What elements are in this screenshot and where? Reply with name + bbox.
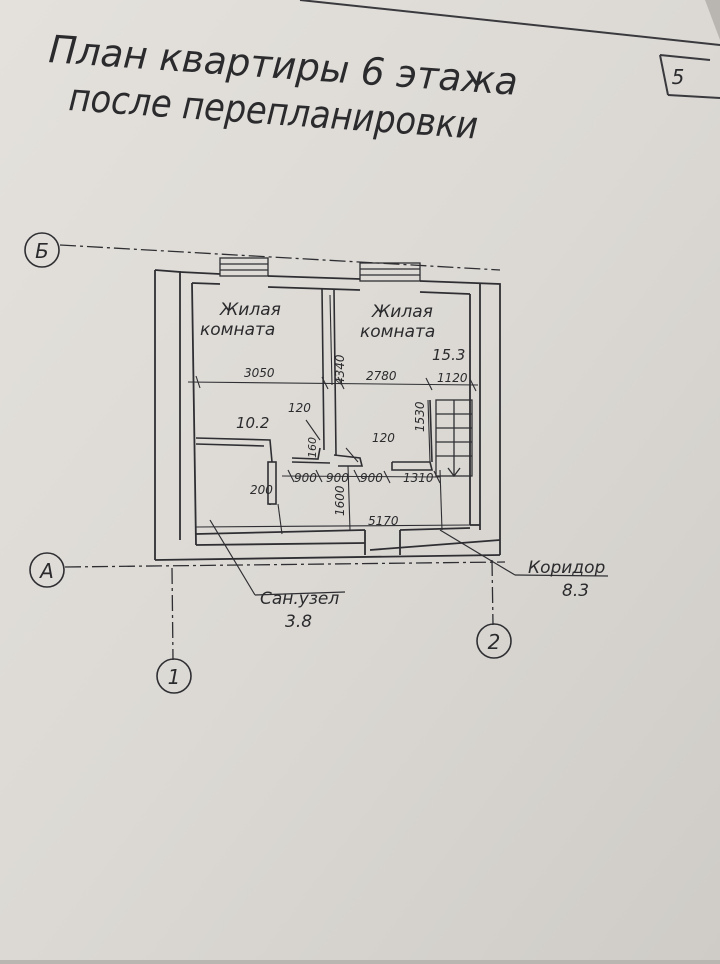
leader-lines <box>209 519 609 596</box>
window-right <box>359 262 421 282</box>
room-left-label-line1: Жилая <box>219 300 281 320</box>
room-left-area: 10.2 <box>236 414 269 432</box>
corridor-label: Коридор <box>528 558 605 578</box>
dim-120-left: 120 <box>288 401 311 415</box>
dim-900-b: 900 <box>326 471 349 485</box>
axis-a-label: А <box>38 559 54 583</box>
sheet-frame <box>299 0 720 99</box>
axis-1-line <box>171 567 174 661</box>
room-right-label-line1: Жилая <box>371 302 433 322</box>
bathroom-label: Сан.узел <box>260 589 339 609</box>
axis-b-label: Б <box>35 239 49 263</box>
sheet-number: 5 <box>672 65 685 89</box>
room-right-area: 15.3 <box>432 346 465 364</box>
dim-2780: 2780 <box>366 369 397 383</box>
bathroom-area: 3.8 <box>285 612 312 632</box>
axis-a-bubble <box>29 552 65 588</box>
room-right-label-line2: комната <box>360 322 435 342</box>
axis-2-label: 2 <box>488 630 501 654</box>
dim-1120: 1120 <box>437 371 468 385</box>
dim-900-c: 900 <box>360 471 383 485</box>
axis-b-line <box>59 244 501 271</box>
dim-160: 160 <box>306 437 319 458</box>
dim-900-a: 900 <box>294 471 317 485</box>
dim-1310: 1310 <box>403 471 434 485</box>
dimension-lines <box>187 294 479 535</box>
dim-1530: 1530 <box>413 401 427 432</box>
axis-1-bubble <box>156 658 192 694</box>
axis-b-bubble <box>24 232 60 268</box>
window-left <box>219 257 269 277</box>
dim-200: 200 <box>250 483 273 497</box>
dim-3050: 3050 <box>244 366 275 380</box>
outer-walls <box>154 269 501 561</box>
axis-1-label: 1 <box>168 665 181 689</box>
room-left-label-line2: комната <box>200 320 275 340</box>
dim-5170: 5170 <box>368 514 399 528</box>
axis-a-line <box>64 561 506 568</box>
dim-4340: 4340 <box>333 354 347 385</box>
axis-2-bubble <box>476 623 512 659</box>
partition-living-rooms <box>321 287 337 456</box>
corridor-area: 8.3 <box>562 581 589 601</box>
stair <box>435 399 473 478</box>
dim-1600: 1600 <box>333 485 347 516</box>
dim-120-right: 120 <box>372 431 395 445</box>
axis-2-line <box>491 559 494 626</box>
partition-bathroom <box>195 399 434 506</box>
